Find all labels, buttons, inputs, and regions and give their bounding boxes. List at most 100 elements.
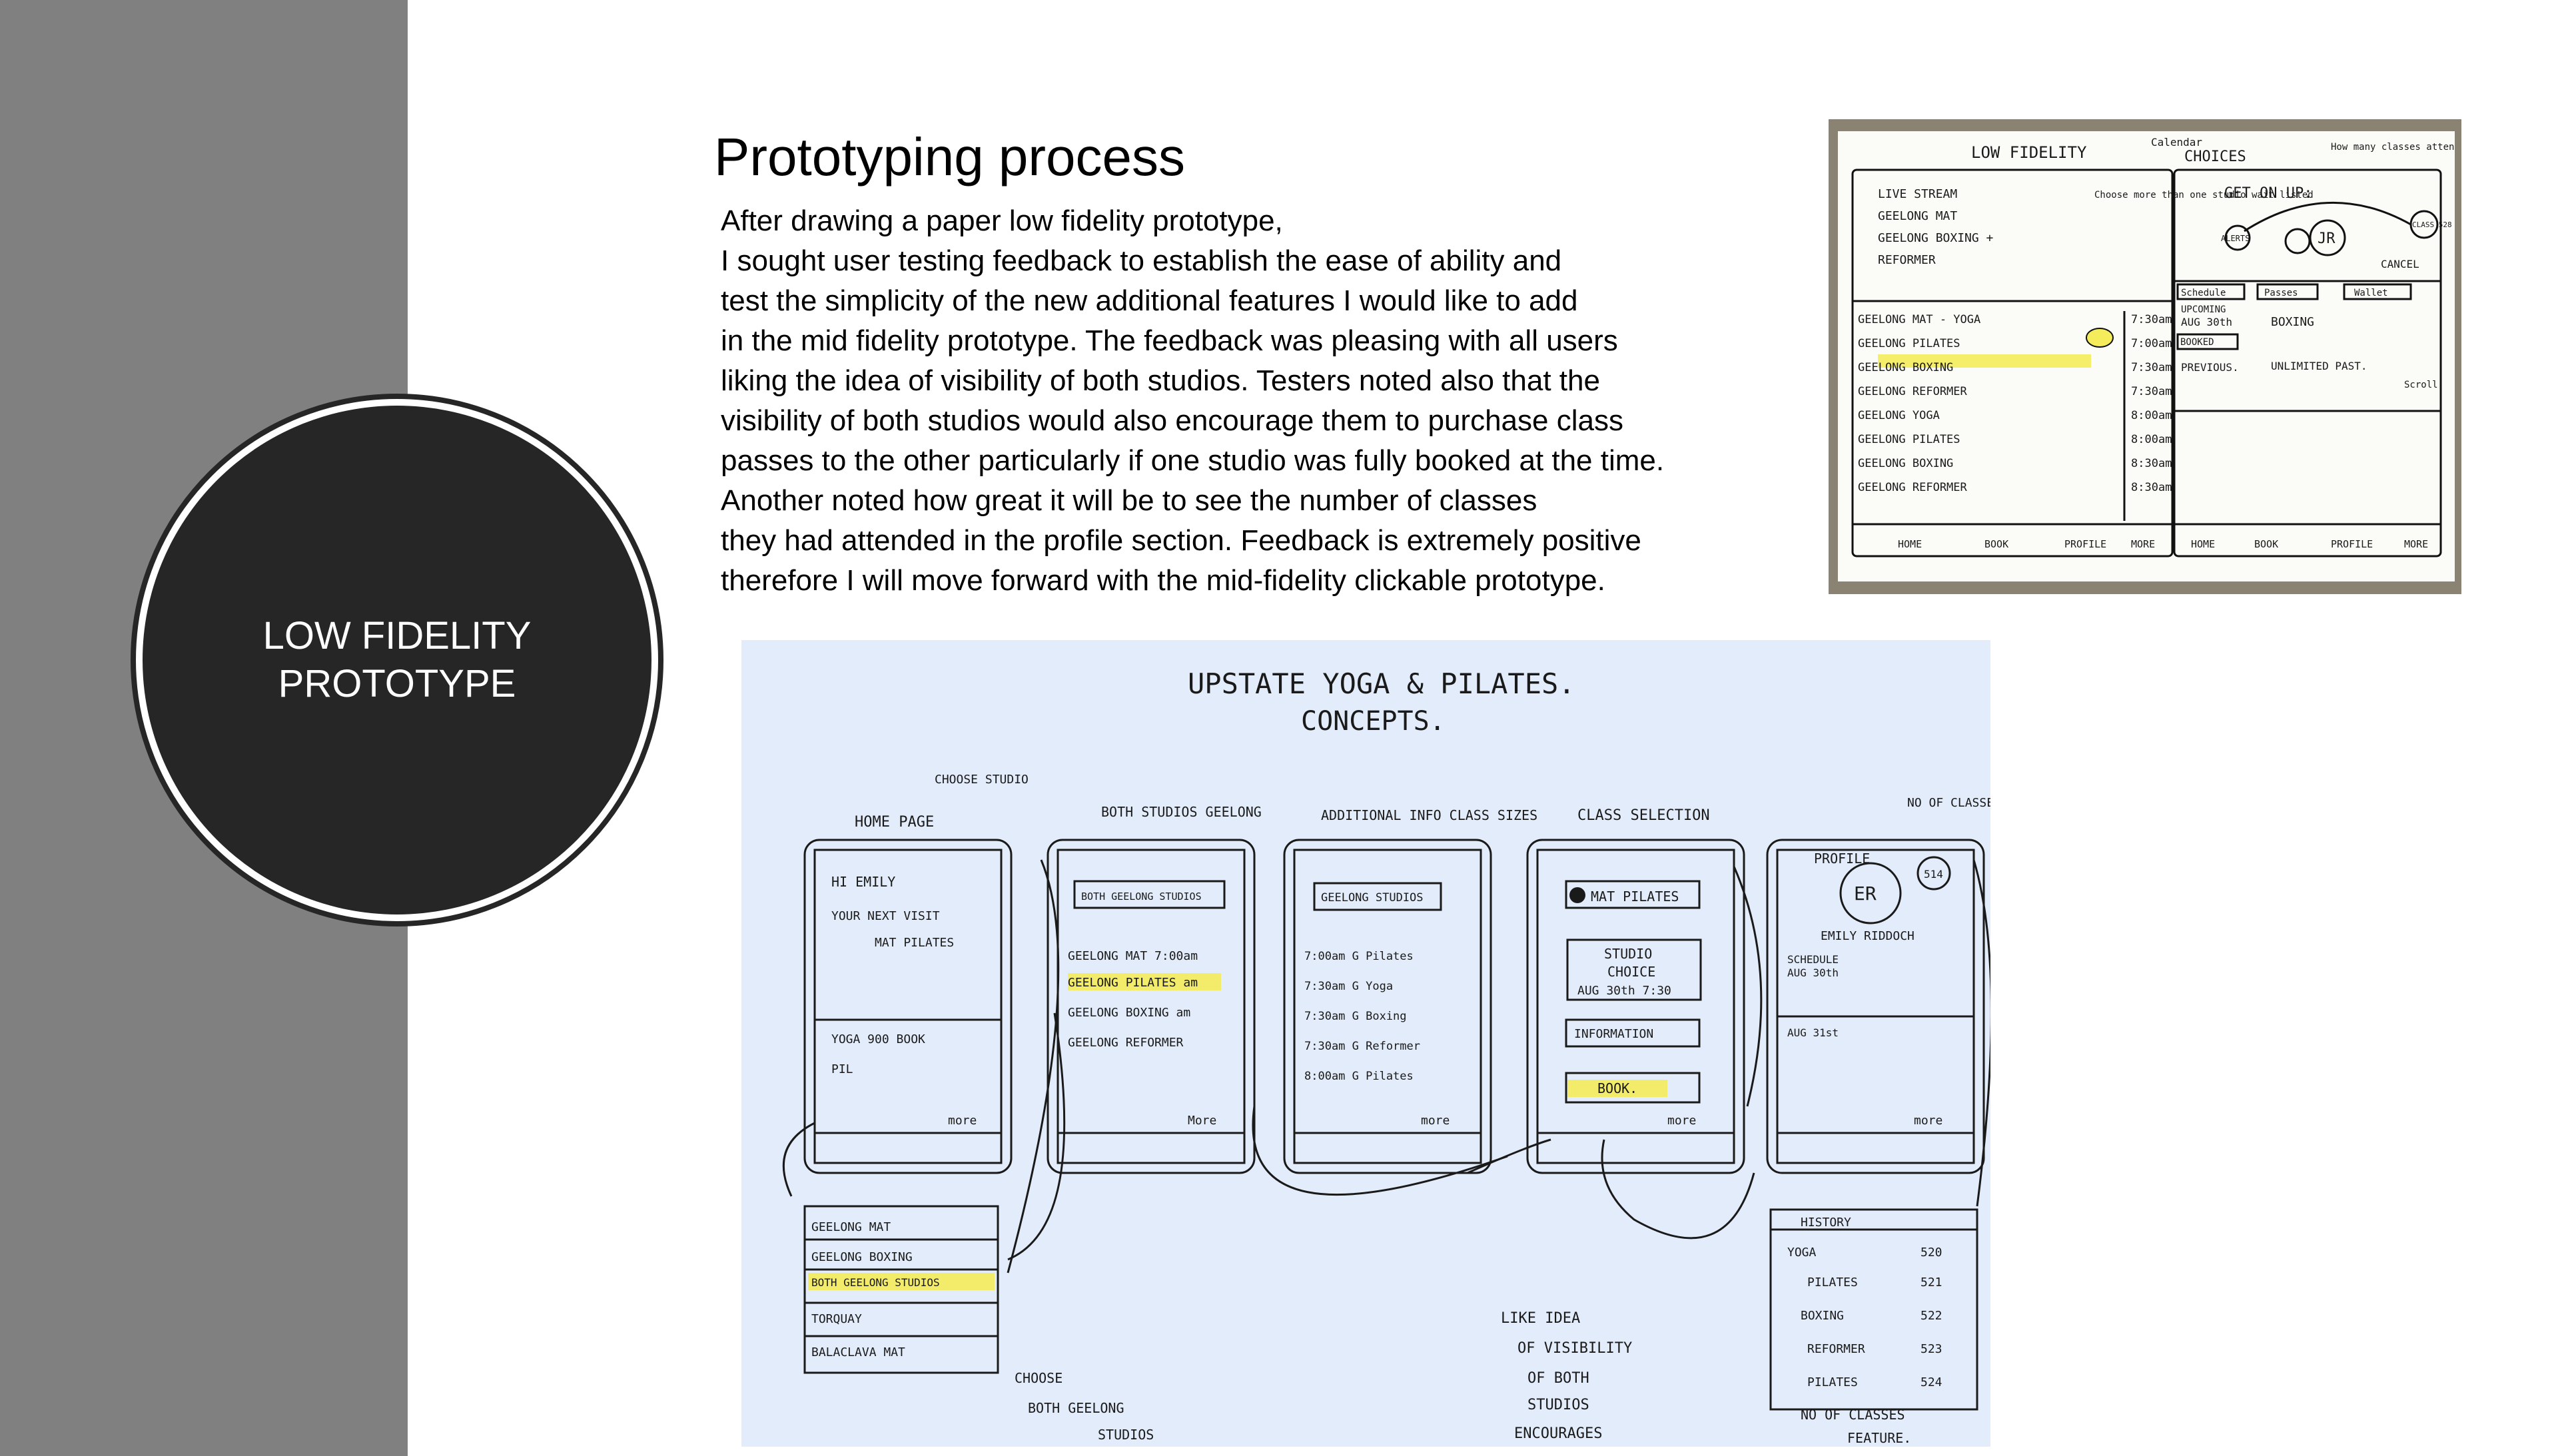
sketch-label-both: BOTH STUDIOS GEELONG xyxy=(1101,804,1262,820)
photo-tab: Schedule xyxy=(2181,288,2226,298)
photo-nav-book: BOOK xyxy=(2254,538,2278,550)
screen1-greeting: HI EMILY xyxy=(831,874,895,890)
photo-list-item: REFORMER xyxy=(1878,253,1936,267)
screen3-row: 7:30am G Boxing xyxy=(1304,1010,1407,1023)
photo-side-note: Choose more than one studio wait listed xyxy=(2094,190,2314,200)
history-class: PILATES xyxy=(1807,1375,1858,1389)
concept-sketch: UPSTATE YOGA & PILATES. CONCEPTS. HOME P… xyxy=(741,640,1990,1447)
screen5-date2: AUG 31st xyxy=(1787,1026,1839,1039)
choose-both-line: BOTH GEELONG xyxy=(1028,1400,1124,1416)
photo-booked: BOOKED xyxy=(2180,337,2214,348)
screen4-choice-line1: STUDIO xyxy=(1604,946,1652,962)
photo-class-time: 8:30am xyxy=(2131,457,2172,470)
screen1-more: more xyxy=(948,1114,977,1128)
history-class: REFORMER xyxy=(1807,1342,1865,1356)
screen4-more: more xyxy=(1667,1114,1696,1128)
sketch-label-home: HOME PAGE xyxy=(855,814,934,831)
body-line: test the simplicity of the new additiona… xyxy=(721,284,1578,317)
photo-class-name: GEELONG REFORMER xyxy=(1858,385,1968,398)
like-note-line: OF VISIBILITY xyxy=(1517,1340,1632,1357)
body-line: visibility of both studios would also en… xyxy=(721,404,1623,437)
photo-unlimited: UNLIMITED PAST. xyxy=(2271,360,2367,372)
screen5-name: EMILY RIDDOCH xyxy=(1821,929,1915,943)
body-line: passes to the other particularly if one … xyxy=(721,444,1665,477)
dropdown-item: GEELONG MAT xyxy=(811,1220,891,1234)
photo-tab: Passes xyxy=(2264,288,2298,298)
circle-label-line1: LOW FIDELITY xyxy=(262,614,532,657)
photo-nav-book: BOOK xyxy=(1984,538,2008,550)
photo-calendar-note: Calendar xyxy=(2151,136,2202,149)
photo-class-time: 8:30am xyxy=(2131,481,2172,494)
sketch-label-choose-studio: CHOOSE STUDIO xyxy=(935,773,1029,787)
body-line: in the mid fidelity prototype. The feedb… xyxy=(721,324,1618,357)
photo-class-name: GEELONG PILATES xyxy=(1858,433,1960,446)
dropdown-item: BOTH GEELONG STUDIOS xyxy=(811,1276,940,1289)
feature-note-line: NO OF CLASSES xyxy=(1801,1407,1905,1423)
screen4-book: BOOK. xyxy=(1597,1080,1637,1096)
like-note-line: STUDIOS xyxy=(1527,1397,1589,1413)
photo-class-name: GEELONG PILATES xyxy=(1858,337,1960,350)
screen2-both: BOTH GEELONG STUDIOS xyxy=(1081,891,1202,903)
circle-label-line2: PROTOTYPE xyxy=(278,662,516,705)
body-paragraph: After drawing a paper low fidelity proto… xyxy=(721,201,1760,601)
screen5-badge: 514 xyxy=(1924,868,1943,881)
photo-class-time: 8:00am xyxy=(2131,409,2172,422)
screen2-row: GEELONG MAT 7:00am xyxy=(1068,949,1198,963)
photo-header: LOW FIDELITY xyxy=(1971,143,2087,162)
screen1-next-visit: YOUR NEXT VISIT xyxy=(831,909,940,923)
photo-scroll: Scroll xyxy=(2404,380,2438,390)
photo-list-item: LIVE STREAM xyxy=(1878,187,1957,201)
screen3-row: 7:30am G Reformer xyxy=(1304,1040,1420,1053)
choose-both-line: STUDIOS xyxy=(1098,1427,1154,1443)
photo-upcoming-date: AUG 30th xyxy=(2181,316,2232,328)
photo-alerts: ALERTS xyxy=(2221,234,2250,243)
screen4-information: INFORMATION xyxy=(1574,1027,1653,1041)
photo-class-name: GEELONG BOXING xyxy=(1858,457,1953,470)
body-line: I sought user testing feedback to establ… xyxy=(721,244,1562,277)
screen3-row: 7:00am G Pilates xyxy=(1304,950,1414,963)
history-class: BOXING xyxy=(1801,1309,1844,1323)
photo-nav-more: MORE xyxy=(2131,538,2155,550)
screen3-row: 8:00am G Pilates xyxy=(1304,1070,1414,1083)
screen3-header: GEELONG STUDIOS xyxy=(1321,891,1424,905)
screen3-row: 7:30am G Yoga xyxy=(1304,980,1393,993)
photo-initials: JR xyxy=(2318,230,2336,247)
photo-class-time: 7:30am xyxy=(2131,385,2172,398)
screen1-pilates: PIL xyxy=(831,1062,853,1076)
like-note-line: OF BOTH xyxy=(1527,1370,1589,1387)
history-title: HISTORY xyxy=(1801,1216,1851,1230)
like-note-line: ENCOURAGES xyxy=(1514,1425,1602,1442)
screen5-profile: PROFILE xyxy=(1814,851,1870,867)
photo-previous: PREVIOUS. xyxy=(2181,361,2239,374)
photo-choices: CHOICES xyxy=(2184,149,2246,165)
history-number: 523 xyxy=(1920,1342,1942,1356)
screen5-date1: AUG 30th xyxy=(1787,966,1839,979)
paper-prototype-photo: LOW FIDELITY Calendar CHOICES How many c… xyxy=(1829,119,2461,594)
photo-class-name: GEELONG BOXING xyxy=(1858,361,1953,374)
history-number: 521 xyxy=(1920,1275,1942,1289)
dropdown-item: BALACLAVA MAT xyxy=(811,1345,905,1359)
screen4-choice-line2: CHOICE xyxy=(1607,964,1655,980)
paper-drawing: LOW FIDELITY Calendar CHOICES How many c… xyxy=(1851,136,2461,557)
highlight-boxing xyxy=(1878,354,2091,368)
section-circle: LOW FIDELITY PROTOTYPE xyxy=(143,406,651,914)
photo-class-name: GEELONG MAT - YOGA xyxy=(1858,313,1980,326)
photo-class-count: CLASS 528 xyxy=(2412,220,2452,229)
dropdown-item: GEELONG BOXING xyxy=(811,1250,913,1264)
screen2-row: GEELONG REFORMER xyxy=(1068,1036,1184,1050)
photo-class-name: GEELONG YOGA xyxy=(1858,409,1940,422)
photo-how-many: How many classes attended xyxy=(2331,142,2455,153)
history-number: 522 xyxy=(1920,1309,1942,1323)
screen1-yoga-book: YOGA 900 BOOK xyxy=(831,1032,925,1046)
photo-class-time: 8:00am xyxy=(2131,433,2172,446)
screen4-choice-line3: AUG 30th 7:30 xyxy=(1577,984,1671,998)
screen2-row: GEELONG PILATES am xyxy=(1068,976,1198,990)
sketch-label-additional: ADDITIONAL INFO CLASS SIZES xyxy=(1321,807,1537,823)
screen1-mat-pilates: MAT PILATES xyxy=(875,936,954,950)
sketch-label-no-classes: NO OF CLASSES xyxy=(1907,796,1990,810)
photo-list-item: GEELONG MAT xyxy=(1878,209,1957,223)
photo-get-on-up: GET ON UP: xyxy=(2224,185,2312,202)
photo-class-time: 7:00am xyxy=(2131,337,2172,350)
photo-nav-home: HOME xyxy=(1898,538,1922,550)
